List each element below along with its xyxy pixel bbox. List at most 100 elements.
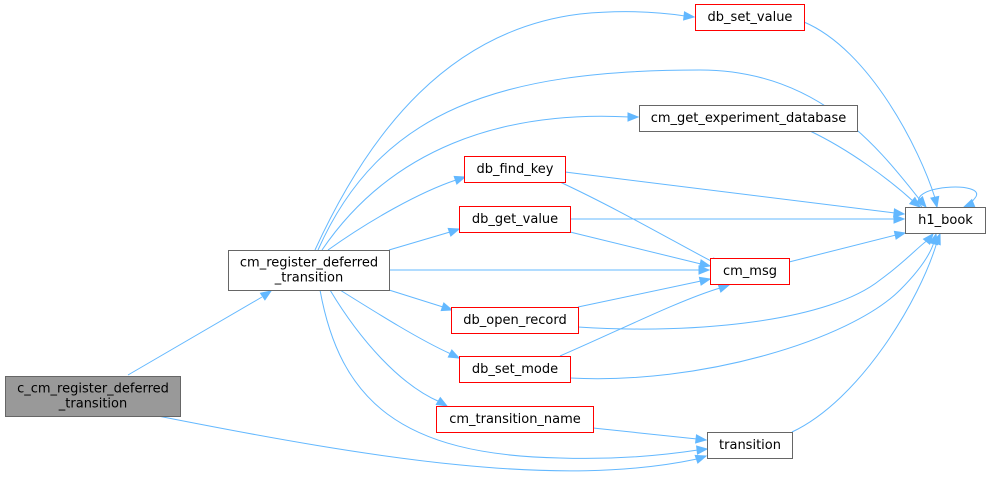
arrowhead (259, 290, 273, 301)
node-label-line: db_open_record (463, 313, 566, 328)
edge-db_find_key-to-h1_book (564, 171, 906, 218)
node-label-line: _transition (274, 271, 343, 286)
edge-transition-to-h1_book (791, 232, 941, 433)
edge-cm_register_deferred_transition-to-transition (319, 289, 709, 459)
edge-cm_get_experiment_database-to-h1_book (809, 130, 922, 208)
edge-line (564, 171, 896, 214)
edge-line (329, 289, 441, 403)
edge-line (319, 289, 699, 459)
nodes-layer: c_cm_register_deferred_transitioncm_regi… (5, 4, 986, 459)
node-transition[interactable]: transition (707, 432, 793, 459)
edge-db_set_mode-to-cm_msg (559, 283, 731, 357)
node-box (5, 376, 181, 417)
arrowhead (931, 232, 941, 246)
edge-line (388, 231, 451, 251)
arrowhead (893, 208, 906, 218)
node-h1-book[interactable]: h1_book (905, 207, 986, 234)
arrowhead (698, 265, 711, 275)
edge-line (809, 130, 915, 203)
node-cm-msg[interactable]: cm_msg (710, 258, 790, 285)
edge-line (788, 234, 897, 263)
edge-cm_register_deferred_transition-to-db_open_record (388, 289, 454, 312)
edge-line (592, 427, 698, 440)
arrowhead (627, 112, 640, 122)
edge-cm_register_deferred_transition-to-db_find_key (327, 175, 467, 251)
arrowhead (447, 227, 461, 237)
node-box (451, 307, 579, 334)
node-box (905, 207, 986, 234)
edge-line (791, 241, 938, 433)
node-box (459, 356, 571, 383)
edge-line (321, 115, 631, 251)
arrowhead (435, 396, 449, 407)
edge-line (157, 415, 698, 472)
node-c-cm-register-deferred-transition[interactable]: c_cm_register_deferred_transition (5, 376, 181, 417)
node-db-find-key[interactable]: db_find_key (464, 156, 566, 183)
arrowhead (683, 11, 696, 21)
node-box (707, 432, 793, 459)
edge-db_set_value-to-h1_book (803, 21, 940, 209)
edge-cm_register_deferred_transition-to-cm_transition_name (329, 289, 449, 407)
edge-line (317, 69, 921, 251)
node-label-line: _transition (58, 397, 127, 412)
edge-cm_register_deferred_transition-to-cm_get_experiment_database (321, 112, 640, 251)
edge-h1_book-to-h1_book (918, 186, 978, 208)
edges-layer (127, 11, 978, 472)
node-box (436, 406, 594, 433)
node-box (228, 250, 390, 291)
edge-db_find_key-to-cm_msg (559, 181, 723, 267)
edge-db_set_mode-to-h1_book (569, 232, 939, 380)
node-cm-get-experiment-database[interactable]: cm_get_experiment_database (639, 105, 858, 132)
edge-cm_register_deferred_transition-to-db_get_value (388, 227, 461, 251)
edge-line (577, 280, 702, 308)
node-label-line: cm_msg (723, 264, 777, 279)
edge-cm_msg-to-h1_book (788, 230, 907, 263)
edge-c_cm_register_deferred_transition-to-cm_register_deferred_transition (127, 290, 273, 376)
arrowhead (453, 175, 467, 185)
arrowhead (915, 195, 927, 209)
node-db-get-value[interactable]: db_get_value (459, 206, 571, 233)
node-label-line: cm_get_experiment_database (651, 111, 847, 126)
edge-c_cm_register_deferred_transition-to-transition (157, 415, 708, 472)
edge-line (569, 231, 702, 265)
node-db-set-value[interactable]: db_set_value (695, 4, 805, 31)
arrowhead (696, 445, 709, 455)
arrowhead (440, 302, 454, 312)
edge-line (127, 296, 263, 376)
edge-line (339, 289, 452, 355)
node-label-line: transition (719, 438, 781, 453)
node-label-line: cm_transition_name (449, 412, 581, 427)
edge-cm_register_deferred_transition-to-cm_msg (389, 265, 711, 275)
edge-db_get_value-to-cm_msg (569, 231, 712, 269)
edge-line (577, 239, 929, 330)
node-label-line: c_cm_register_deferred (17, 382, 169, 397)
arrowhead (893, 214, 906, 224)
arrowhead (930, 195, 940, 209)
node-label-line: h1_book (918, 213, 973, 228)
edge-cm_transition_name-to-transition (592, 427, 708, 444)
edge-db_open_record-to-h1_book (577, 232, 934, 330)
arrowhead (893, 230, 907, 240)
node-db-set-mode[interactable]: db_set_mode (459, 356, 571, 383)
arrowhead (717, 283, 731, 293)
edge-line (559, 287, 721, 357)
node-cm-register-deferred-transition[interactable]: cm_register_deferred_transition (228, 250, 390, 291)
node-label-line: cm_register_deferred (240, 256, 378, 271)
node-cm-transition-name[interactable]: cm_transition_name (436, 406, 594, 433)
arrowhead (698, 259, 712, 269)
node-box (710, 258, 790, 285)
edge-cm_register_deferred_transition-to-h1_book (317, 69, 927, 251)
node-box (464, 156, 566, 183)
arrowhead (698, 276, 712, 286)
node-box (459, 206, 571, 233)
edge-line (803, 21, 936, 199)
node-box (639, 105, 858, 132)
arrowhead (908, 196, 922, 208)
arrowhead (695, 434, 708, 444)
arrowhead (447, 349, 461, 359)
edge-line (314, 11, 686, 251)
edge-line (327, 179, 457, 251)
edge-line (569, 241, 935, 380)
edge-db_get_value-to-h1_book (570, 214, 906, 224)
node-db-open-record[interactable]: db_open_record (451, 307, 579, 334)
